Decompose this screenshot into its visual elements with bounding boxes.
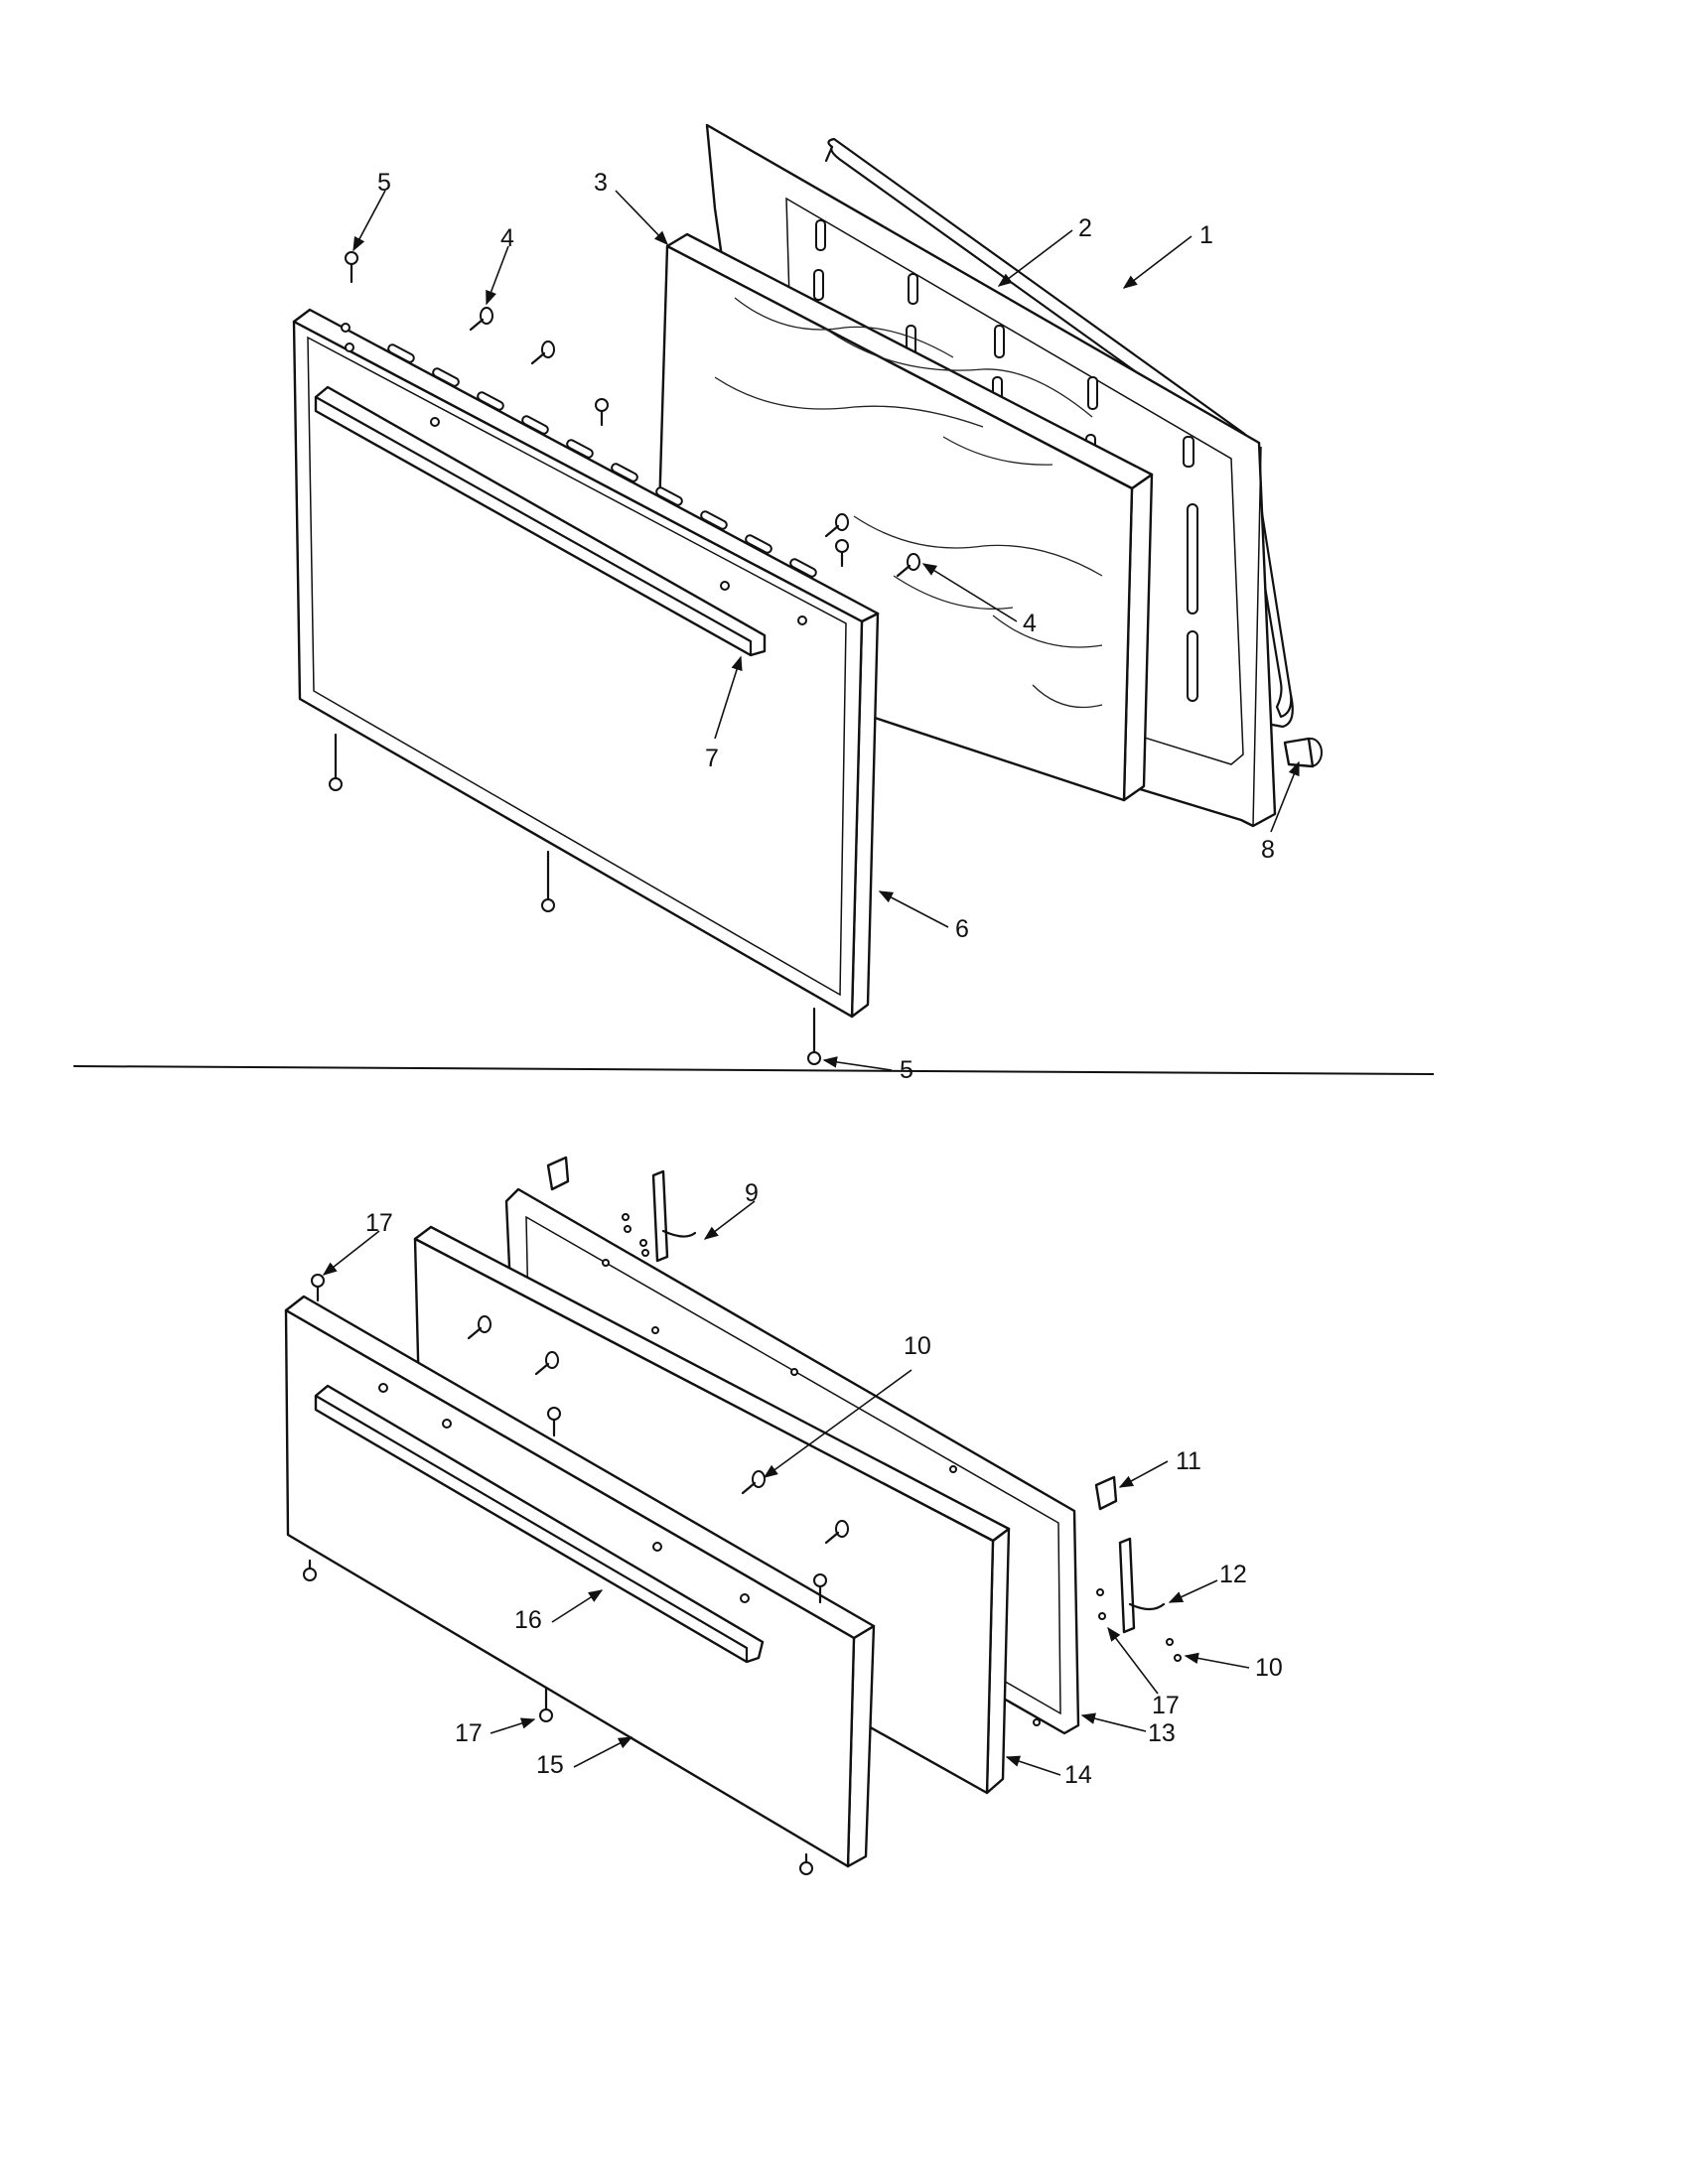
- callout-1: 1: [1199, 221, 1213, 249]
- screw-icon: [824, 513, 849, 538]
- screw-icon: [345, 251, 358, 284]
- screw-icon: [469, 307, 493, 332]
- screw-icon: [824, 1520, 849, 1545]
- clip-part-11: [546, 1156, 1118, 1511]
- screw-icon: [547, 1407, 561, 1437]
- callout-12: 12: [1219, 1561, 1247, 1588]
- callout-11: 11: [1176, 1447, 1201, 1475]
- callout-10: 10: [1255, 1654, 1283, 1682]
- callout-2: 2: [1078, 214, 1092, 242]
- top-leader-lines: [352, 190, 1300, 1071]
- bottom-callouts: 17 9 10 11 12 10 17 13 14 16 15 17: [365, 1179, 1283, 1789]
- callout-5: 5: [377, 169, 391, 197]
- drawer-handle-part-16: [314, 1384, 765, 1664]
- callout-3: 3: [594, 169, 608, 197]
- callout-7: 7: [705, 745, 719, 772]
- callout-16: 16: [514, 1606, 542, 1634]
- screw-icon: [896, 553, 920, 578]
- callout-4: 4: [500, 224, 514, 252]
- screw-icon: [534, 1351, 559, 1376]
- hinge-part-9: [622, 1169, 697, 1263]
- section-divider: [72, 1065, 1435, 1075]
- screw-icon: [303, 1559, 317, 1581]
- door-bumper-part-8: [1283, 737, 1323, 768]
- callout-4: 4: [1023, 610, 1037, 637]
- oven-door-assembly: 1 2 3 4 4 5 5 6 7 8: [292, 123, 1323, 1084]
- screw-icon: [813, 1573, 827, 1604]
- callout-14: 14: [1064, 1761, 1092, 1789]
- screw-icon: [311, 1274, 325, 1302]
- screw-icon: [799, 1852, 813, 1875]
- screw-icon: [807, 1007, 821, 1065]
- outer-door-panel-part-6: [292, 308, 880, 1019]
- top-callouts: 1 2 3 4 4 5 5 6 7 8: [377, 169, 1275, 1084]
- screw-icon: [595, 398, 609, 427]
- screw-icon: [539, 1686, 553, 1722]
- drawer-screws: [303, 1274, 849, 1875]
- callout-17: 17: [455, 1719, 483, 1747]
- callout-9: 9: [745, 1179, 759, 1207]
- screw-icon: [530, 341, 555, 365]
- screw-icon: [329, 733, 343, 791]
- callout-10: 10: [904, 1332, 931, 1360]
- drawer-panel-assembly: 17 9 10 11 12 10 17 13 14 16 15 17: [284, 1156, 1283, 1875]
- callout-8: 8: [1261, 836, 1275, 864]
- door-handle-part-7: [314, 385, 767, 657]
- callout-15: 15: [536, 1751, 564, 1779]
- hinge-part-12: [1096, 1537, 1182, 1662]
- door-screws: [329, 251, 920, 1065]
- door-top-vent-slots: [387, 343, 817, 578]
- callout-17: 17: [1152, 1692, 1180, 1719]
- callout-17: 17: [365, 1209, 393, 1237]
- screw-icon: [467, 1315, 491, 1340]
- callout-13: 13: [1148, 1719, 1176, 1747]
- bottom-leader-lines: [322, 1200, 1250, 1776]
- callout-6: 6: [955, 915, 969, 943]
- screw-icon: [741, 1470, 766, 1495]
- screw-icon: [835, 539, 849, 568]
- screw-icon: [541, 850, 555, 912]
